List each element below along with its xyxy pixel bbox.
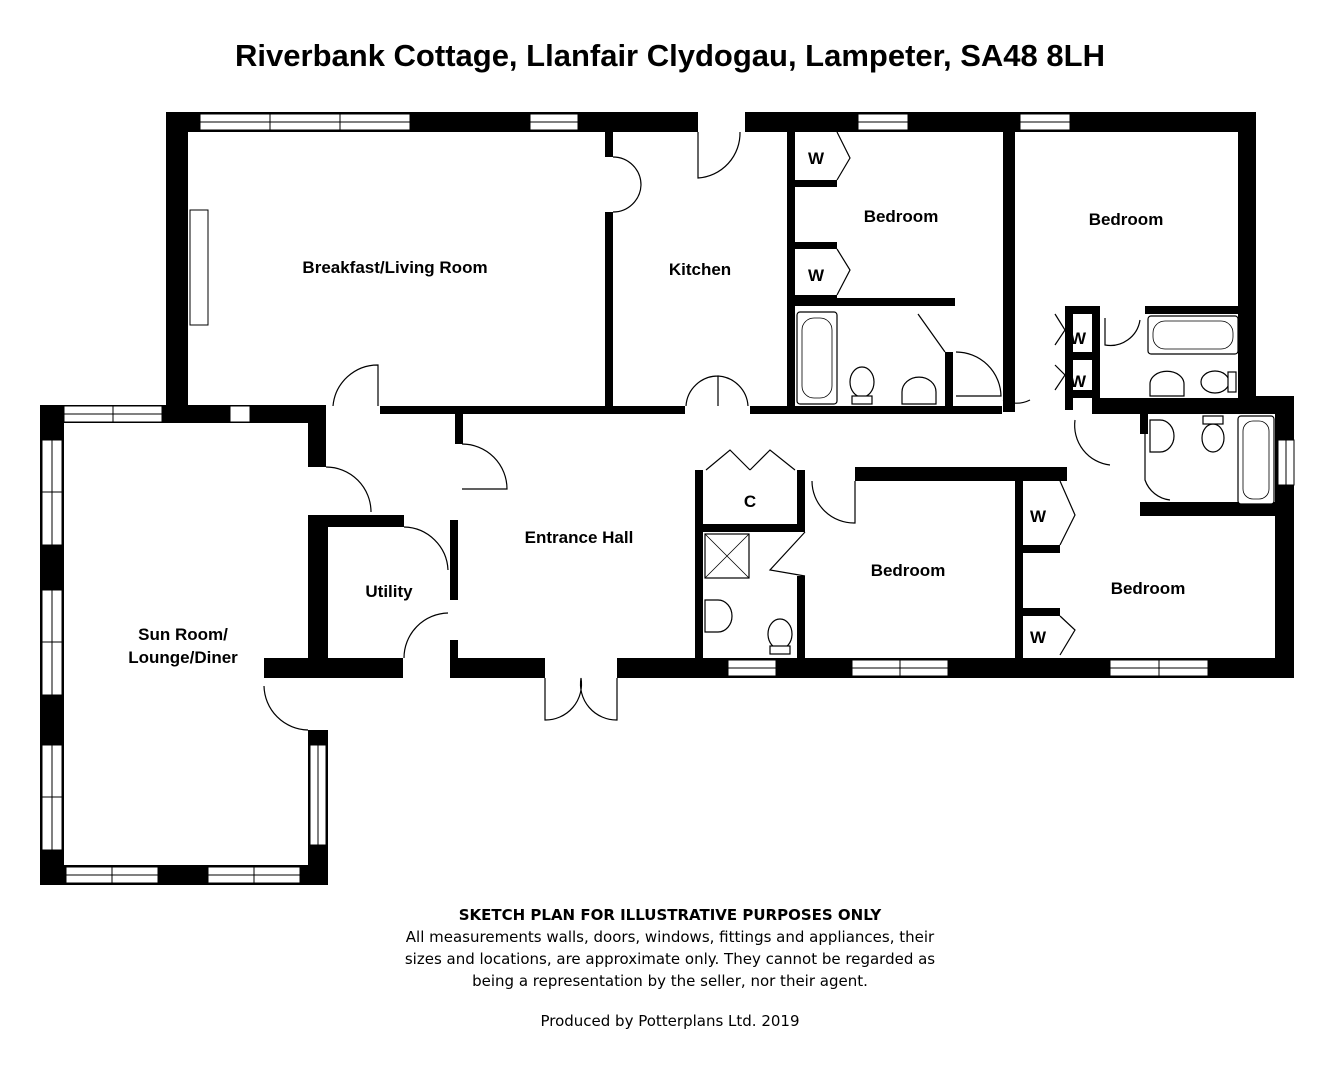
disclaimer-heading: SKETCH PLAN FOR ILLUSTRATIVE PURPOSES ON… [458,906,882,924]
wardrobe-label: W [1070,372,1087,391]
room-label-bedroom-3: Bedroom [871,561,946,580]
disclaimer: SKETCH PLAN FOR ILLUSTRATIVE PURPOSES ON… [0,905,1340,1030]
wardrobe-label: W [808,149,825,168]
disclaimer-line: All measurements walls, doors, windows, … [405,928,935,946]
room-label-sun-room-1: Sun Room/ [138,625,228,644]
room-label-utility: Utility [365,582,413,601]
producer-credit: Produced by Potterplans Ltd. 2019 [540,1012,800,1030]
fixtures [704,311,1275,655]
doors [263,131,1171,731]
plan-title: Riverbank Cottage, Llanfair Clydogau, La… [235,38,1105,73]
room-label-entrance-hall: Entrance Hall [525,528,634,547]
room-label-kitchen: Kitchen [669,260,731,279]
room-label-breakfast-living: Breakfast/Living Room [302,258,487,277]
cupboard-label: C [744,492,756,511]
disclaimer-line: sizes and locations, are approximate onl… [404,950,936,968]
windows [41,113,1295,884]
room-label-bedroom-1: Bedroom [864,207,939,226]
room-label-bedroom-4: Bedroom [1111,579,1186,598]
disclaimer-body: All measurements walls, doors, windows, … [0,926,1340,992]
disclaimer-line: being a representation by the seller, no… [472,972,868,990]
wardrobe-label: W [1030,628,1047,647]
wardrobe-label: W [1030,507,1047,526]
room-label-sun-room-2: Lounge/Diner [128,648,238,667]
wardrobe-label: W [808,266,825,285]
room-label-bedroom-2: Bedroom [1089,210,1164,229]
wardrobe-label: W [1070,329,1087,348]
